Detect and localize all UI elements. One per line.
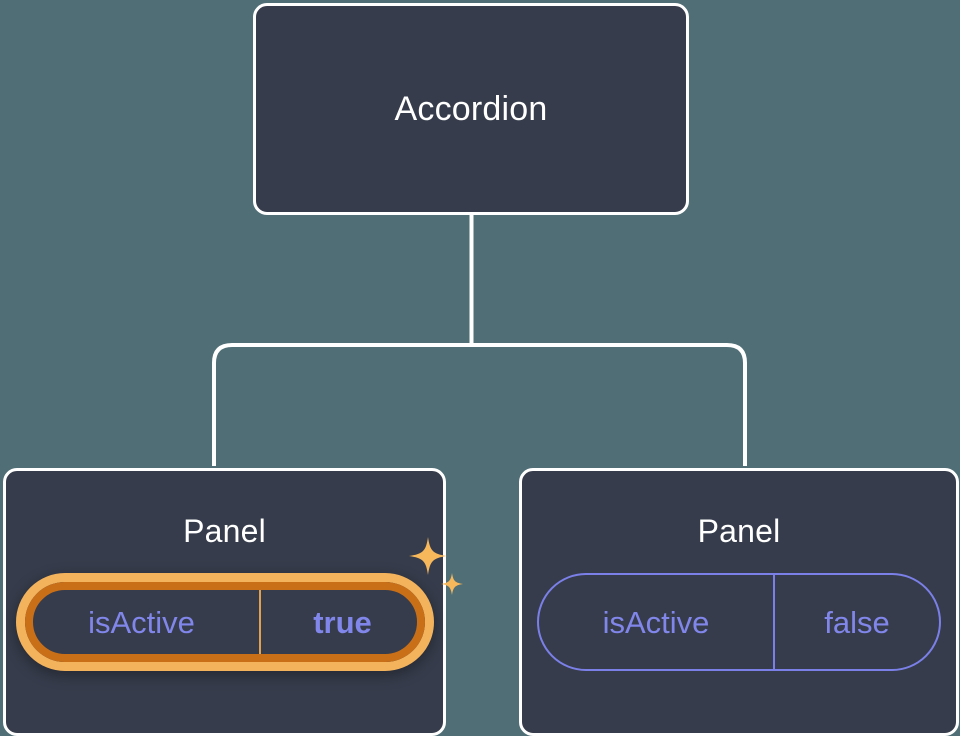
node-panel-active[interactable]: Panel isActive true xyxy=(3,468,463,736)
prop-pill-active-wrap: isActive true xyxy=(15,537,463,671)
node-accordion-title: Accordion xyxy=(394,90,548,128)
node-panel-active-title: Panel xyxy=(183,513,266,549)
prop-pill-inactive-wrap: isActive false xyxy=(537,573,941,671)
prop-value-label: true xyxy=(258,582,425,662)
node-panel-inactive-title: Panel xyxy=(697,513,781,549)
connector-branch xyxy=(212,343,747,466)
prop-key-label: isActive xyxy=(88,604,195,640)
prop-pill-is-active-true[interactable]: isActive true xyxy=(15,573,434,671)
node-panel-inactive[interactable]: Panel isActive false xyxy=(519,468,959,736)
sparkle-large-icon xyxy=(408,537,447,575)
node-accordion[interactable]: Accordion xyxy=(253,3,689,215)
prop-key-label: isActive xyxy=(602,604,710,640)
prop-pill-is-active-false[interactable]: isActive false xyxy=(537,573,941,671)
prop-value-label: false xyxy=(773,575,939,669)
